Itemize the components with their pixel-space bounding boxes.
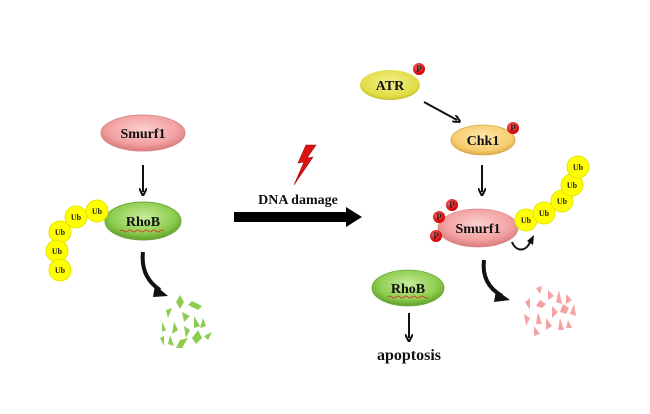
svg-text:P: P [449, 200, 455, 210]
atr-node: ATR P [360, 63, 425, 100]
chk1-node: Chk1 P [450, 122, 519, 156]
rhob-label-right: RhoB [391, 282, 425, 297]
arrow-atr-to-chk1 [423, 101, 457, 120]
degraded-fragments-green [160, 295, 212, 348]
degradation-arrow-left [140, 251, 162, 292]
ubiquitin-bead: Ub [514, 208, 538, 232]
degraded-fragments-pink [524, 286, 576, 336]
svg-text:Ub: Ub [557, 197, 568, 206]
atr-label: ATR [376, 79, 405, 94]
ubiquitin-chain-left: Ub Ub Ub Ub Ub [45, 199, 109, 282]
middle-panel: DNA damage [234, 144, 362, 227]
svg-text:Ub: Ub [567, 181, 578, 190]
svg-text:P: P [436, 212, 442, 222]
svg-text:P: P [433, 231, 439, 241]
svg-text:Ub: Ub [539, 209, 550, 218]
phospho-badge: P [446, 199, 458, 211]
ubiquitin-bead: Ub [48, 258, 72, 282]
smurf1-node-left: Smurf1 [100, 114, 186, 152]
ubiquitin-bead: Ub [45, 239, 69, 263]
rhob-node-right: RhoB [371, 269, 445, 307]
apoptosis-label: apoptosis [377, 347, 441, 364]
degradation-arrowhead-left [153, 285, 168, 297]
chk1-label: Chk1 [467, 134, 500, 149]
left-panel: Smurf1 RhoB Ub Ub Ub Ub Ub [45, 114, 212, 348]
ubiquitin-chain-right: Ub Ub Ub Ub Ub [514, 155, 590, 232]
smurf1-label-left: Smurf1 [120, 127, 165, 142]
ubiquitin-bead: Ub [48, 220, 72, 244]
svg-text:Ub: Ub [55, 266, 66, 275]
phospho-badge [413, 63, 425, 75]
transition-arrow [234, 207, 362, 227]
svg-text:Ub: Ub [55, 228, 66, 237]
svg-text:P: P [510, 123, 516, 133]
auto-ubiquitination-arrowhead [527, 235, 534, 245]
smurf1-node-right: Smurf1 P P P [430, 199, 519, 248]
ubiquitin-bead: Ub [532, 201, 556, 225]
phospho-badge [507, 122, 519, 134]
auto-ubiquitination-arrow [511, 241, 531, 251]
svg-text:Ub: Ub [92, 207, 103, 216]
ubiquitin-bead: Ub [64, 205, 88, 229]
smurf1-label-right: Smurf1 [455, 222, 500, 237]
svg-text:P: P [416, 64, 422, 74]
ubiquitin-bead: Ub [566, 155, 590, 179]
svg-text:Ub: Ub [521, 216, 532, 225]
degradation-arrowhead-right [494, 290, 510, 302]
svg-text:Ub: Ub [52, 247, 63, 256]
phospho-badge: P [433, 211, 445, 223]
dna-damage-label: DNA damage [258, 193, 338, 208]
right-panel: ATR P Chk1 P Smurf1 P P P Ub Ub Ub Ub Ub [360, 63, 590, 364]
phospho-badge: P [430, 230, 442, 242]
rhob-label-left: RhoB [126, 215, 160, 230]
spellcheck-underline [119, 229, 165, 233]
degradation-arrow-right [481, 259, 504, 298]
lightning-bolt-icon [293, 144, 317, 186]
svg-text:Ub: Ub [71, 213, 82, 222]
rhob-node-left: RhoB [104, 201, 182, 241]
spellcheck-underline [387, 295, 429, 299]
ubiquitin-bead: Ub [85, 199, 109, 223]
svg-text:Ub: Ub [573, 163, 584, 172]
